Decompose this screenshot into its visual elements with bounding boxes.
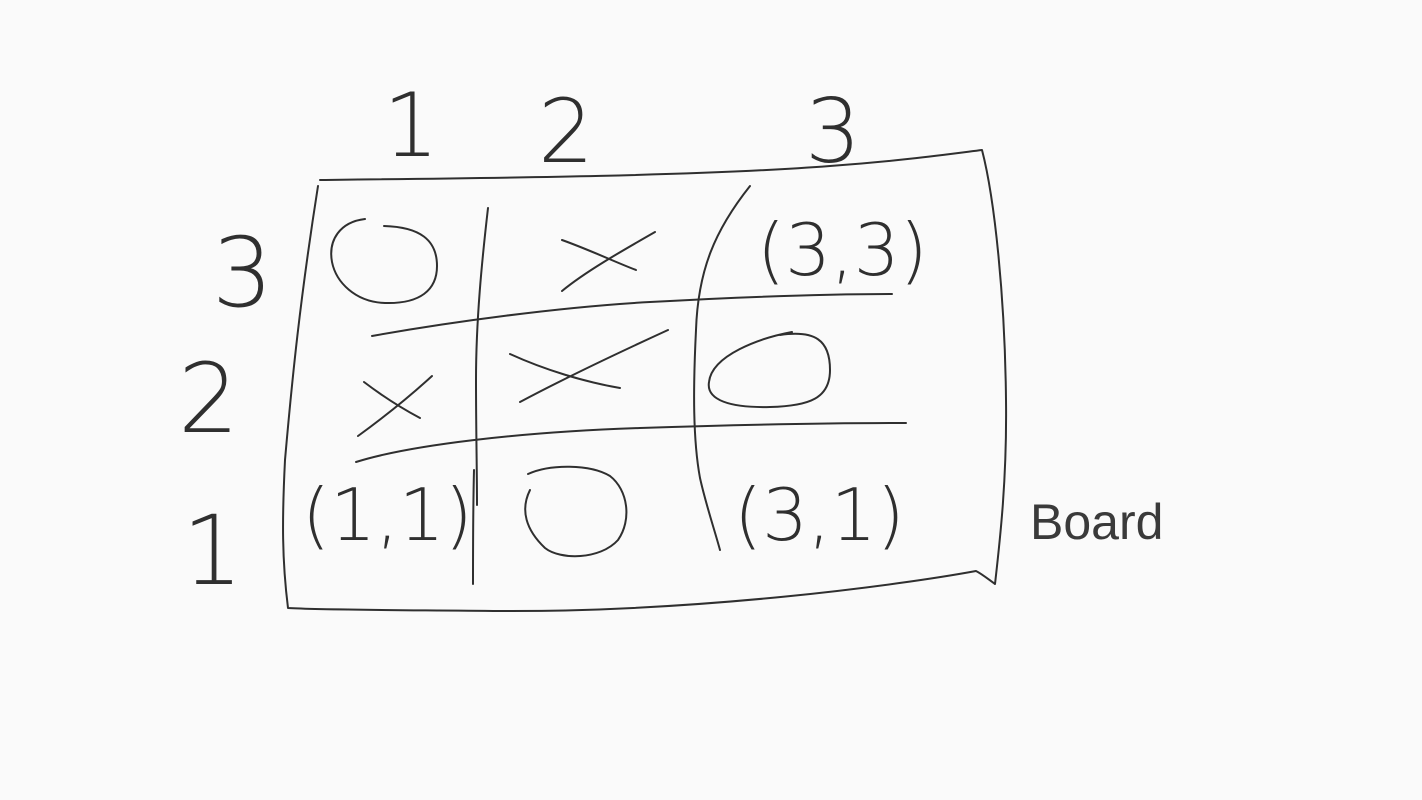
cell-r1c2 <box>524 465 628 558</box>
column-number-2: 2 <box>538 80 594 183</box>
cell-r2c1 <box>357 375 433 437</box>
cell-r1c1: (1,1) <box>302 473 473 557</box>
o-mark <box>524 465 628 558</box>
row-number-1: 1 <box>182 495 243 607</box>
row-number-3: 3 <box>212 217 273 329</box>
cell-r2c3 <box>707 331 831 409</box>
grid-line-horizontal-2 <box>355 422 907 463</box>
row-number-2: 2 <box>178 343 239 455</box>
o-mark <box>707 331 831 409</box>
cell-r2c2 <box>509 329 669 403</box>
grid-line-horizontal-1 <box>371 293 893 337</box>
x-mark <box>509 329 669 403</box>
column-number-3: 3 <box>805 80 861 183</box>
x-mark <box>561 231 656 292</box>
grid-line-vertical-1 <box>472 207 489 585</box>
column-number-1: 1 <box>383 74 439 177</box>
cell-r3c1 <box>330 218 438 305</box>
x-mark <box>357 375 433 437</box>
board-outline <box>282 149 1008 613</box>
cell-r1c3: (3,1) <box>734 473 905 557</box>
grid-line-vertical-2 <box>693 185 751 551</box>
cell-r3c2 <box>561 231 656 292</box>
board-label: Board <box>1030 494 1164 550</box>
o-mark <box>330 218 438 305</box>
cell-r3c3: (3,3) <box>757 208 928 292</box>
